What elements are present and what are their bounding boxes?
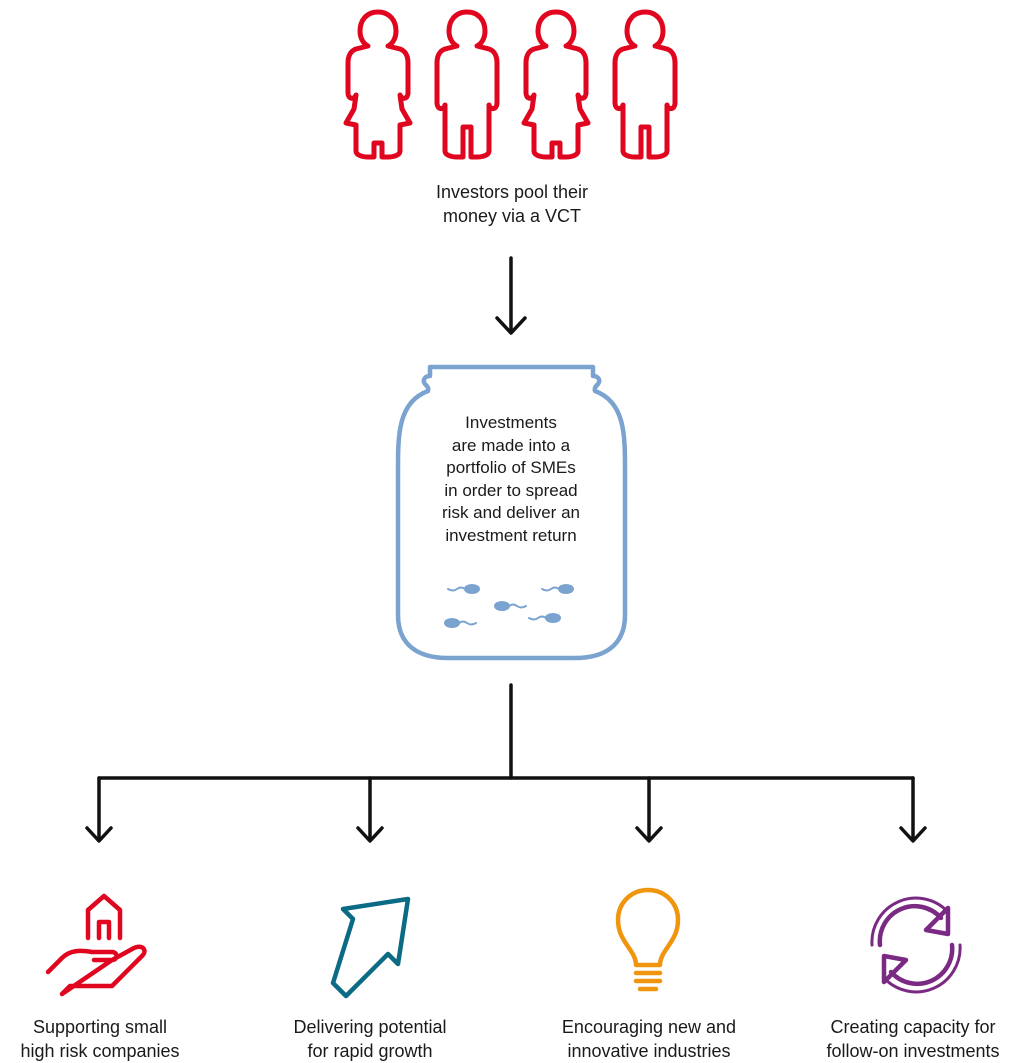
branch-head-4 [899,826,927,843]
outcome-caption-line1: Encouraging new and [561,1017,737,1037]
branch-head-1 [85,826,113,843]
house-in-hand-icon [45,893,147,997]
jar-line: are made into a [451,435,571,455]
outcome-caption-line1: Creating capacity for [830,1017,996,1037]
investors-caption-line2: money via a VCT [442,206,582,226]
outcome-caption-line1: Supporting small [32,1017,168,1037]
investors-caption-line1: Investors pool their [435,182,589,202]
outcome-caption-4: Creating capacity for follow-on investme… [804,1015,1022,1063]
jar-line: risk and deliver an [442,503,580,522]
lightbulb-icon [615,887,681,992]
outcome-caption-line2: innovative industries [567,1041,731,1061]
refresh-cycle-icon [870,896,962,994]
outcome-caption-1: Supporting small high risk companies [0,1015,200,1063]
branch-head-3 [635,826,663,843]
jar-description: Investments are made into a portfolio of… [400,412,622,547]
outcome-caption-line2: high risk companies [20,1041,180,1061]
growth-arrow-icon [330,896,411,999]
branch-head-2 [356,826,384,843]
investors-caption: Investors pool their money via a VCT [412,180,612,228]
jar-line: portfolio of SMEs [446,458,576,477]
jar-line: in order to spread [444,480,578,500]
jar-line: investment return [445,525,577,545]
arrow-to-jar-head [495,316,527,335]
outcome-caption-3: Encouraging new and innovative industrie… [537,1015,761,1063]
jar-line: Investments [465,413,557,432]
outcome-caption-line2: follow-on investments [826,1041,1000,1061]
jar-contents [444,584,574,628]
outcome-caption-line2: for rapid growth [307,1041,433,1061]
outcome-caption-2: Delivering potential for rapid growth [265,1015,475,1063]
outcome-caption-line1: Delivering potential [293,1017,447,1037]
